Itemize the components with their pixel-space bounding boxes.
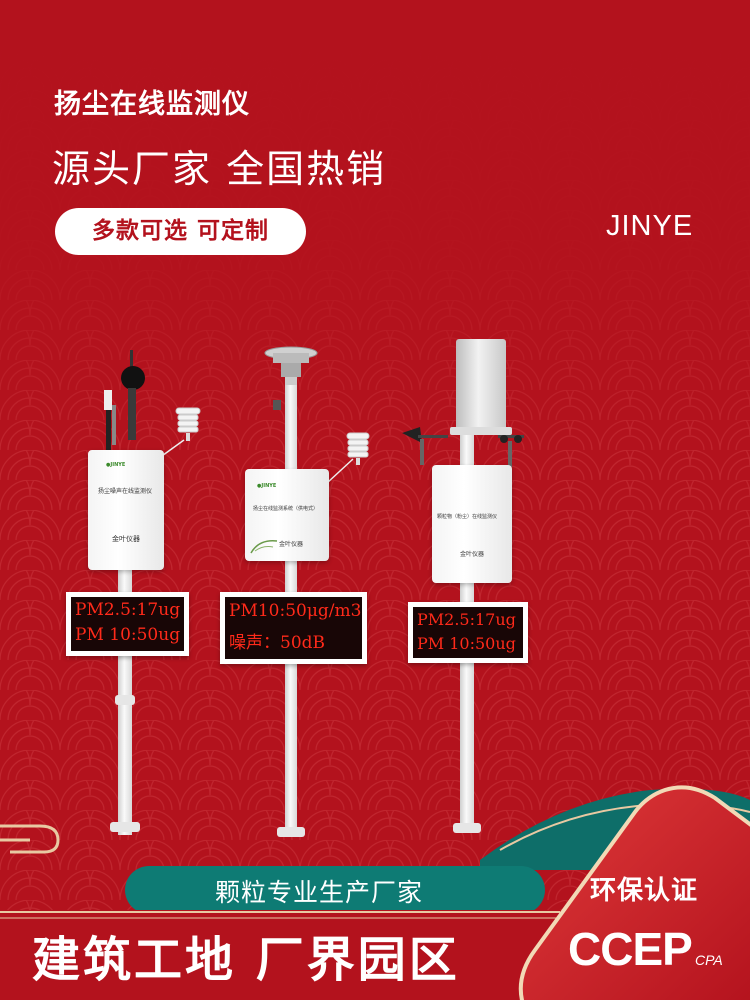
slogan: 源头厂家 全国热销: [52, 147, 387, 191]
device-3-cabinet-brand: 金叶仪器: [460, 551, 485, 558]
device-1-led-line2: PM 10:50ug: [75, 625, 181, 645]
device-3-led-display: PM2.5:17ug PM 10:50ug: [408, 602, 528, 663]
device-3-led-line2: PM 10:50ug: [417, 634, 516, 653]
weather-shield-icon: [346, 432, 370, 465]
device-1-cabinet-brand: 金叶仪器: [112, 535, 140, 543]
cylinder-sampler: [456, 339, 506, 431]
device-3-led-line1: PM2.5:17ug: [417, 610, 516, 629]
footer-tagline: 颗粒专业生产厂家: [215, 878, 424, 907]
wind-vane-icon: [402, 427, 524, 467]
device-2-cabinet: ●JINYE 扬尘在线监测系统（供电式） 金叶仪器: [245, 469, 329, 561]
footer-lines: [0, 911, 560, 919]
device-2-cabinet-brand: 金叶仪器: [279, 541, 304, 548]
device-2-cabinet-title: 扬尘在线监测系统（供电式）: [253, 506, 319, 512]
application-scenes: 建筑工地 厂界园区: [32, 932, 460, 988]
weather-shield-icon: [175, 407, 201, 441]
device-2-led-line1: PM10:50μg/m3: [229, 601, 362, 621]
noise-sensor-icon: [104, 350, 145, 455]
cloud-decoration-left: [0, 824, 60, 854]
device-1-led-line1: PM2.5:17ug: [75, 600, 181, 620]
cable-line: [326, 458, 354, 484]
brand-name: JINYE: [606, 210, 694, 242]
device-3-cabinet: 颗粒物（粉尘）在线监测仪 金叶仪器: [432, 465, 512, 583]
ccep-logo: CCEP: [568, 923, 693, 975]
device-2-led-display: PM10:50μg/m3 噪声：50dB: [220, 592, 367, 664]
device-1: ●JINYE 扬尘噪声在线监测仪 金叶仪器 PM2.5:17ug PM 10:5…: [60, 350, 201, 840]
device-1-cabinet: ●JINYE 扬尘噪声在线监测仪 金叶仪器: [88, 450, 164, 570]
device-2-led-line2: 噪声：50dB: [229, 633, 326, 653]
device-3: 颗粒物（粉尘）在线监测仪 金叶仪器 PM2.5:17ug PM 10:50ug: [400, 335, 540, 840]
pm-sampler-head-icon: [264, 346, 318, 385]
leaf-decoration-icon: [250, 540, 278, 554]
device-1-cabinet-title: 扬尘噪声在线监测仪: [98, 488, 153, 495]
customizable-badge: 多款可选 可定制: [55, 208, 306, 255]
device-1-led-display: PM2.5:17ug PM 10:50ug: [66, 592, 189, 656]
product-title: 扬尘在线监测仪: [54, 89, 250, 120]
device-3-cabinet-title: 颗粒物（粉尘）在线监测仪: [437, 514, 498, 520]
device-2: ●JINYE 扬尘在线监测系统（供电式） 金叶仪器 PM10:50μg/m3 噪…: [215, 345, 375, 845]
cert-badge-shape: [518, 785, 750, 1000]
footer-teal-banner: [125, 866, 545, 914]
cpa-logo: CPA: [695, 952, 723, 968]
cert-label: 环保认证: [590, 876, 699, 906]
